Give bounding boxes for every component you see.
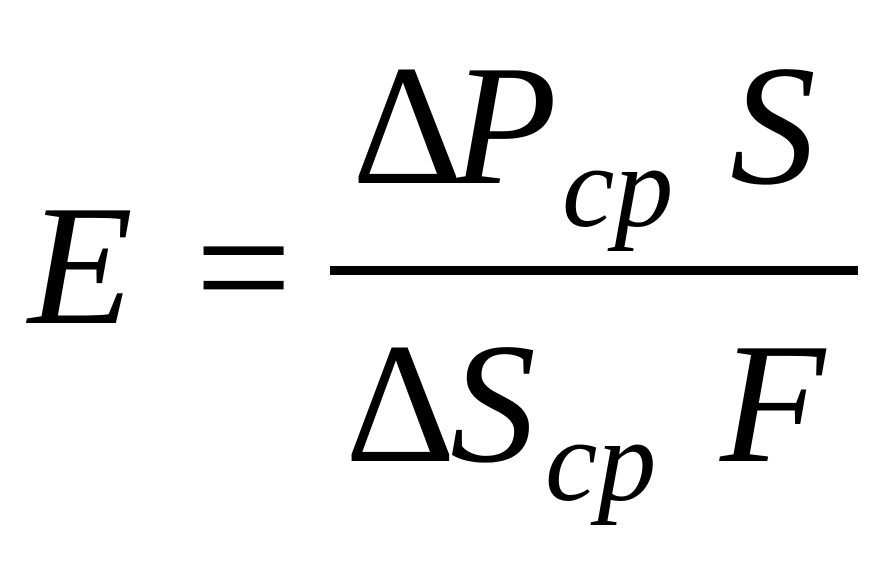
fraction-bar [330, 266, 858, 275]
lhs-variable-e: E [28, 171, 134, 361]
numerator-variable-p: P [452, 31, 558, 221]
denominator-delta: Δ [345, 309, 456, 499]
numerator-factor-s: S [730, 31, 816, 221]
numerator-delta: Δ [352, 31, 463, 221]
equals-sign: = [195, 173, 293, 363]
denominator-subscript: cp [545, 395, 657, 526]
numerator-subscript: cp [562, 121, 674, 252]
denominator-variable-s: S [450, 309, 536, 499]
denominator-factor-f: F [720, 309, 826, 499]
